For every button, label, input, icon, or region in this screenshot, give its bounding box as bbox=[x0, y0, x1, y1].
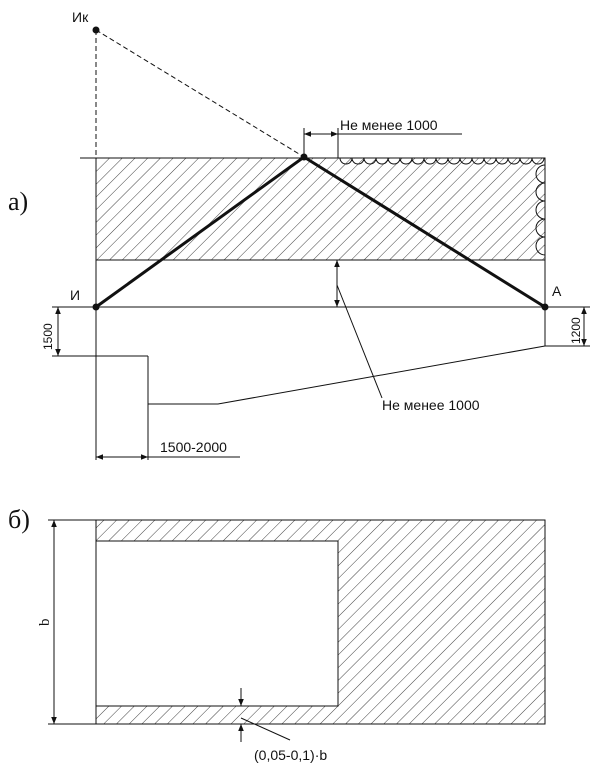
diagram-b: б) b (0,05-0,1)·b bbox=[8, 505, 546, 763]
dim-strip-text: (0,05-0,1)·b bbox=[254, 747, 327, 763]
point-i bbox=[92, 303, 100, 311]
point-ik bbox=[92, 26, 100, 34]
diagram-b-label: б) bbox=[8, 505, 30, 534]
dim-right-text: 1200 bbox=[569, 317, 583, 344]
point-ik-label: Ик bbox=[72, 9, 89, 25]
diagonal-projection bbox=[95, 29, 305, 158]
point-i-label: И bbox=[70, 287, 80, 303]
dim-left-text: 1500 bbox=[41, 323, 55, 350]
dim-gap-text: Не менее 1000 bbox=[382, 397, 480, 413]
dim-strip-leader bbox=[240, 717, 291, 741]
diagram-a: а) Ик И А Не менее 1000 bbox=[8, 9, 590, 460]
point-a bbox=[541, 303, 549, 311]
point-a-label: А bbox=[552, 283, 562, 299]
dim-gap-leader bbox=[336, 284, 383, 399]
rough-surface-right bbox=[535, 164, 546, 256]
rough-surface bbox=[339, 157, 545, 165]
dim-bottom-text: 1500-2000 bbox=[160, 439, 227, 455]
opening bbox=[95, 540, 339, 707]
dim-top-text: Не менее 1000 bbox=[340, 117, 438, 133]
dim-b-text: b bbox=[37, 619, 53, 627]
trench-bottom-profile bbox=[147, 345, 546, 405]
diagram-a-label: а) bbox=[8, 187, 28, 216]
hatched-layer bbox=[95, 157, 546, 261]
